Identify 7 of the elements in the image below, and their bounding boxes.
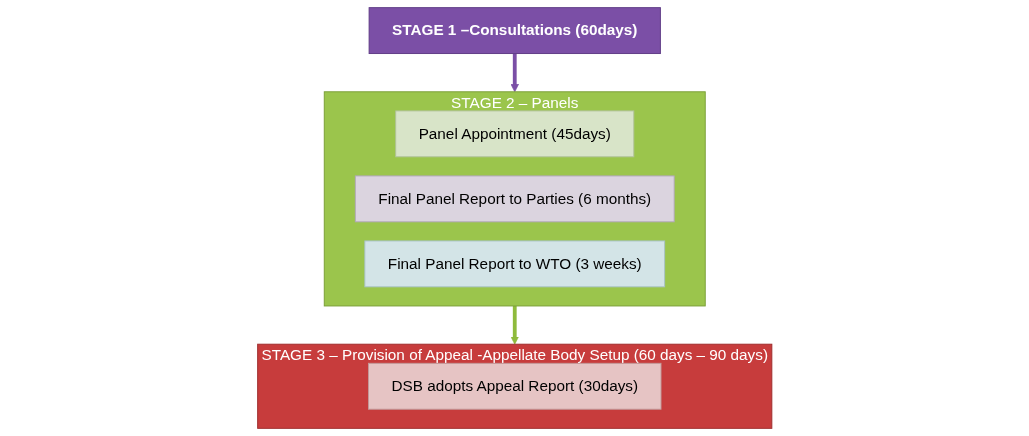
arrow <box>510 305 519 345</box>
node-box: Panel Appointment (45days) <box>394 110 634 158</box>
node-box: STAGE 1 –Consultations (60days) <box>368 7 661 54</box>
arrow <box>510 53 519 93</box>
node-box: DSB adopts Appeal Report (30days) <box>367 362 662 410</box>
node-box: Final Panel Report to Parties (6 months) <box>354 175 675 223</box>
node-box: Final Panel Report to WTO (3 weeks) <box>364 240 665 288</box>
